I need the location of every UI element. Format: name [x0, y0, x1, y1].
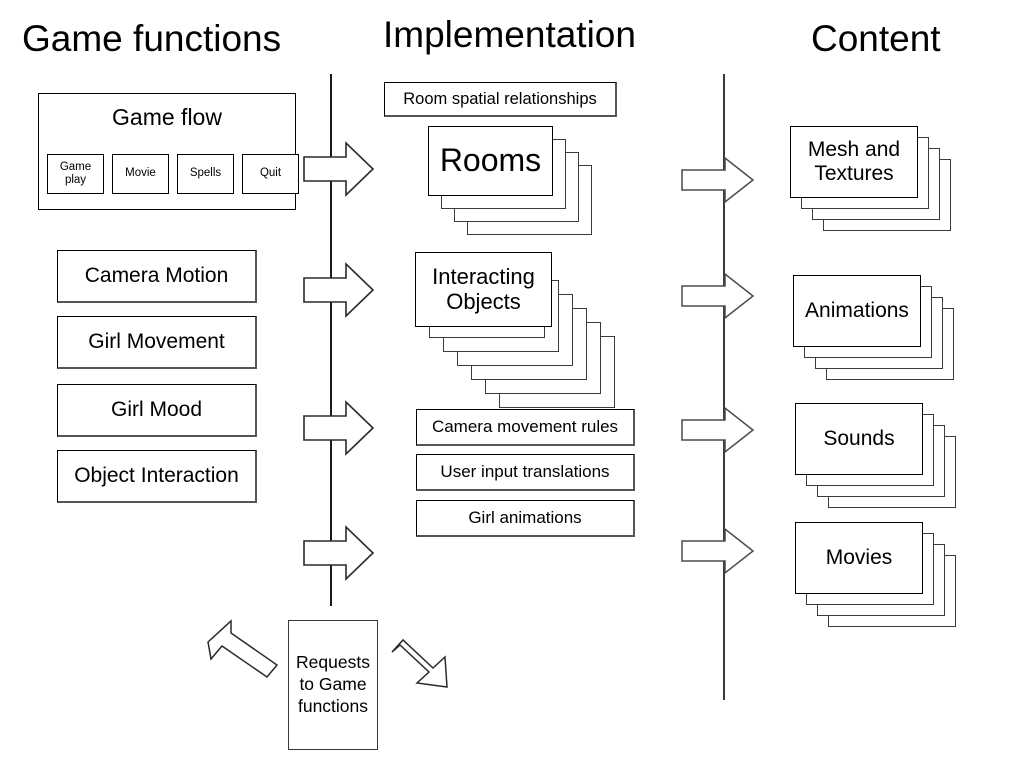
stack-movies[interactable]: Movies	[795, 522, 970, 637]
room-spatial-relationships-label: Room spatial relationships	[403, 89, 597, 108]
flow-arrow-left-3	[303, 400, 375, 456]
stack-front-card-movies[interactable]: Movies	[795, 522, 923, 594]
flow-arrow-left-2	[303, 262, 375, 318]
game-flow-item-spells[interactable]: Spells	[177, 154, 234, 194]
game-flow-item-label: Spells	[189, 167, 222, 180]
stack-front-card-sounds[interactable]: Sounds	[795, 403, 923, 475]
stack-label: Sounds	[823, 427, 895, 451]
function-box-label: Girl Mood	[110, 398, 203, 421]
flow-arrow-left-1	[303, 141, 375, 197]
function-box-girl-movement[interactable]: Girl Movement	[57, 316, 257, 369]
stack-front-card-animations[interactable]: Animations	[793, 275, 921, 347]
stack-label: Mesh and Textures	[807, 138, 901, 185]
game-flow-title: Game flow	[112, 104, 222, 130]
rule-box-girl-animations[interactable]: Girl animations	[416, 500, 635, 537]
game-flow-item-label: Movie	[125, 167, 156, 180]
function-box-label: Object Interaction	[74, 464, 239, 487]
stack-label: Animations	[805, 299, 909, 323]
down-right-arrow-icon	[389, 635, 451, 697]
stack-label: Interacting Objects	[432, 263, 535, 314]
rule-box-label: User input translations	[440, 462, 610, 481]
function-box-camera-motion[interactable]: Camera Motion	[57, 250, 257, 303]
stack-rooms[interactable]: Rooms	[428, 126, 608, 246]
stack-mesh-and-textures[interactable]: Mesh and Textures	[790, 126, 965, 241]
function-box-girl-mood[interactable]: Girl Mood	[57, 384, 257, 437]
room-spatial-relationships-box[interactable]: Room spatial relationships	[384, 82, 617, 117]
rule-box-label: Camera movement rules	[431, 417, 619, 436]
stack-front-card-rooms[interactable]: Rooms	[428, 126, 553, 196]
stack-sounds[interactable]: Sounds	[795, 403, 970, 518]
requests-to-game-functions-box[interactable]: Requests to Game functions	[288, 620, 378, 750]
left-vertical-connector	[330, 74, 333, 606]
function-box-label: Camera Motion	[84, 264, 229, 287]
game-flow-item-quit[interactable]: Quit	[242, 154, 299, 194]
flow-arrow-left-4	[303, 525, 375, 581]
rule-box-label: Girl animations	[468, 508, 582, 527]
stack-front-card-interacting-objects[interactable]: Interacting Objects	[415, 252, 552, 327]
flow-arrow-right-2	[681, 272, 755, 320]
requests-to-game-functions-label: Requests to Game functions	[296, 652, 370, 716]
function-box-object-interaction[interactable]: Object Interaction	[57, 450, 257, 503]
rule-box-user-input-translations[interactable]: User input translations	[416, 454, 635, 491]
game-flow-item-movie[interactable]: Movie	[112, 154, 169, 194]
up-left-arrow-icon	[205, 618, 285, 680]
column-title-implementation: Implementation	[383, 14, 636, 55]
flow-arrow-right-4	[681, 527, 755, 575]
flow-arrow-right-3	[681, 406, 755, 454]
function-box-label: Girl Movement	[88, 330, 225, 353]
column-title-content: Content	[811, 18, 941, 59]
stack-front-card-mesh-and-textures[interactable]: Mesh and Textures	[790, 126, 918, 198]
stack-animations[interactable]: Animations	[793, 275, 968, 390]
game-flow-group[interactable]: Game flow Game play Movie Spells Quit	[38, 93, 299, 210]
game-flow-item-label: Game play	[59, 160, 92, 186]
column-title-game-functions: Game functions	[22, 18, 282, 59]
flow-arrow-right-1	[681, 156, 755, 204]
stack-label: Rooms	[439, 142, 542, 179]
game-flow-item-game-play[interactable]: Game play	[47, 154, 104, 194]
stack-interacting-objects[interactable]: Interacting Objects	[415, 252, 635, 408]
stack-label: Movies	[825, 546, 893, 570]
game-flow-item-label: Quit	[259, 167, 282, 180]
rule-box-camera-movement-rules[interactable]: Camera movement rules	[416, 409, 635, 446]
right-vertical-connector	[723, 74, 725, 700]
